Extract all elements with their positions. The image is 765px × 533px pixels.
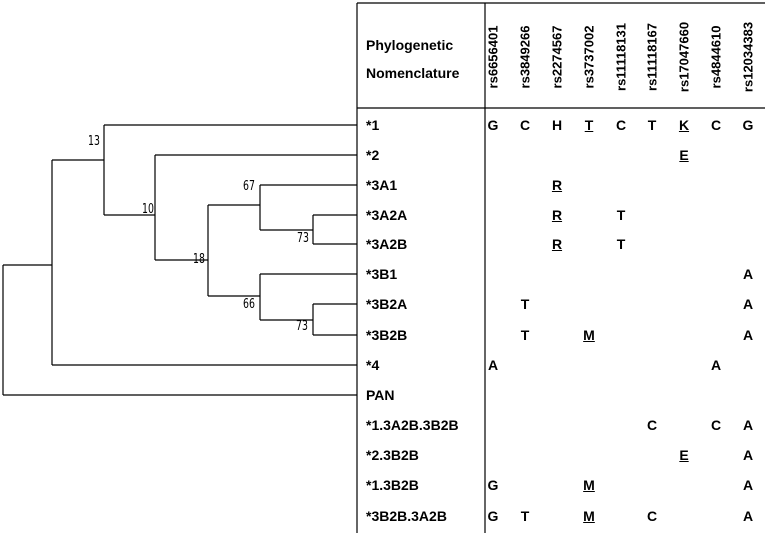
allele-cell: A — [742, 296, 754, 312]
allele-cell: C — [519, 117, 531, 133]
snp-id: rs12034383 — [740, 21, 756, 93]
bootstrap-value: 13 — [88, 134, 100, 149]
allele-cell: R — [551, 207, 563, 223]
allele-cell: T — [584, 117, 594, 133]
allele-cell: R — [551, 236, 563, 252]
haplotype-label: *1.3B2B — [366, 477, 419, 493]
haplotype-label: *3B2B — [366, 327, 408, 343]
allele-cell: M — [583, 327, 595, 343]
allele-cell: A — [742, 417, 754, 433]
allele-cell: A — [487, 357, 499, 373]
haplotype-label: *1 — [366, 117, 380, 133]
haplotype-label: *1.3A2B.3B2B — [366, 417, 459, 433]
allele-cell: A — [742, 266, 754, 282]
bootstrap-value: 67 — [243, 179, 255, 194]
haplotype-label: *3A2B — [366, 236, 408, 252]
haplotype-label: *3A2A — [366, 207, 408, 223]
allele-cell: A — [742, 327, 754, 343]
snp-id: rs3737002 — [581, 25, 597, 89]
allele-cell: C — [646, 508, 658, 524]
header-line-2: Nomenclature — [366, 65, 460, 81]
snp-column-header: rs17047660 — [676, 5, 692, 109]
allele-cell: G — [742, 117, 754, 133]
bootstrap-value: 73 — [296, 319, 308, 334]
allele-cell: T — [616, 207, 626, 223]
allele-cell: R — [551, 177, 563, 193]
snp-id: rs11118131 — [613, 23, 629, 91]
allele-cell: H — [551, 117, 563, 133]
allele-cell: K — [678, 117, 690, 133]
allele-cell: M — [583, 477, 595, 493]
allele-cell: G — [487, 477, 499, 493]
haplotype-label: *3A1 — [366, 177, 398, 193]
header-line-1: Phylogenetic — [366, 37, 454, 53]
allele-cell: C — [646, 417, 658, 433]
snp-id: rs11118167 — [644, 23, 660, 91]
allele-cell: T — [520, 508, 530, 524]
haplotype-label: *2.3B2B — [366, 447, 419, 463]
allele-cell: A — [710, 357, 722, 373]
snp-column-header: rs6656401 — [485, 5, 501, 109]
bootstrap-value: 73 — [297, 231, 309, 246]
haplotype-label: PAN — [366, 387, 395, 403]
allele-cell: M — [583, 508, 595, 524]
allele-cell: T — [616, 236, 626, 252]
snp-column-header: rs4844610 — [708, 5, 724, 109]
snp-column-header: rs3849266 — [517, 5, 533, 109]
snp-column-header: rs2274567 — [549, 5, 565, 109]
haplotype-label: *3B2A — [366, 296, 408, 312]
allele-cell: T — [520, 296, 530, 312]
snp-id: rs3849266 — [517, 25, 533, 89]
snp-column-header: rs3737002 — [581, 5, 597, 109]
snp-column-header: rs12034383 — [740, 5, 756, 109]
allele-cell: A — [742, 477, 754, 493]
allele-cell: E — [679, 447, 689, 463]
allele-cell: T — [520, 327, 530, 343]
allele-cell: G — [487, 117, 499, 133]
bootstrap-value: 18 — [193, 252, 205, 267]
haplotype-label: *3B2B.3A2B — [366, 508, 447, 524]
allele-cell: A — [742, 447, 754, 463]
allele-cell: C — [710, 417, 722, 433]
haplotype-label: *2 — [366, 147, 380, 163]
allele-cell: A — [742, 508, 754, 524]
allele-cell: E — [679, 147, 689, 163]
allele-cell: C — [615, 117, 627, 133]
allele-cell: G — [487, 508, 499, 524]
allele-cell: T — [647, 117, 657, 133]
bootstrap-value: 10 — [142, 202, 154, 217]
bootstrap-value: 66 — [243, 297, 255, 312]
haplotype-label: *4 — [366, 357, 380, 373]
snp-id: rs6656401 — [485, 25, 501, 89]
snp-column-header: rs11118167 — [644, 5, 660, 109]
allele-cell: C — [710, 117, 722, 133]
snp-id: rs2274567 — [549, 25, 565, 89]
snp-id: rs17047660 — [676, 21, 692, 93]
snp-column-header: rs11118131 — [613, 5, 629, 109]
haplotype-label: *3B1 — [366, 266, 398, 282]
snp-id: rs4844610 — [708, 25, 724, 89]
